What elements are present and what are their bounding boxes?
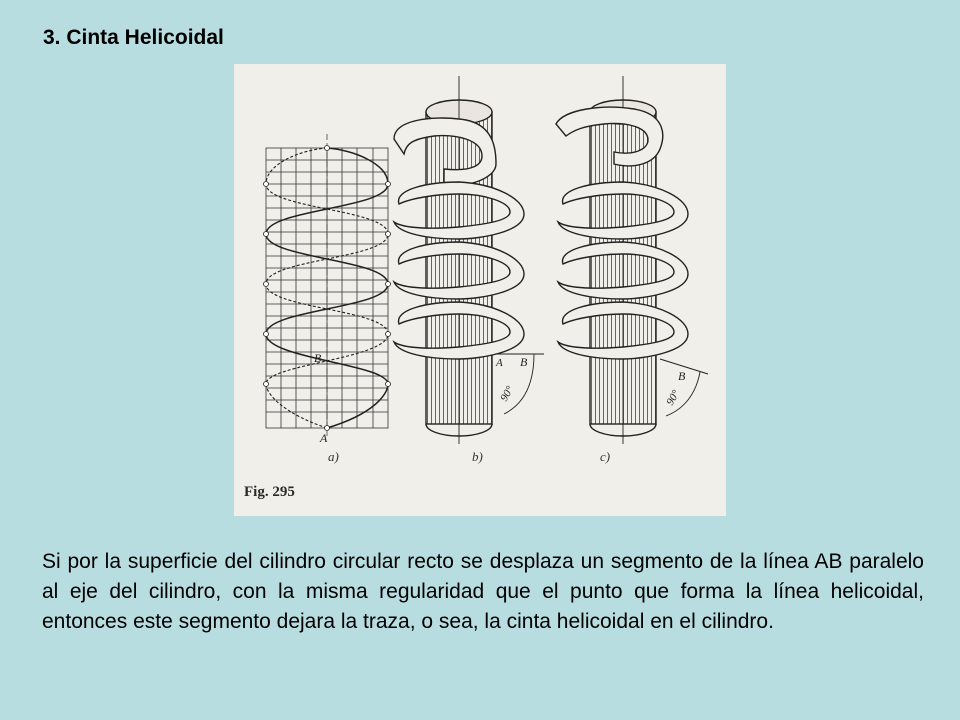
- helix-points: [263, 145, 391, 431]
- angle-label-c: 90°: [664, 388, 682, 408]
- helicoidal-figure: A B B A B 90° 90° a) b) c) Fig. 295: [234, 64, 726, 516]
- sublabel-b: b): [472, 449, 483, 464]
- figure-drawing: A B B A B 90° 90°: [263, 76, 709, 445]
- sublabel-c: c): [600, 449, 611, 464]
- sublabel-a: a): [328, 449, 339, 464]
- point-label-b-grid: B: [314, 351, 322, 365]
- angle-label-b: 90°: [498, 384, 516, 404]
- body-paragraph: Si por la superficie del cilindro circul…: [42, 550, 924, 633]
- point-label-a-cyl-b: A: [495, 357, 503, 369]
- slide-title: 3. Cinta Helicoidal: [43, 26, 224, 49]
- figure-caption: Fig. 295: [244, 484, 295, 500]
- point-label-b-cyl-b: B: [520, 355, 528, 369]
- development-grid: [265, 134, 389, 436]
- point-label-b-cyl-c: B: [678, 369, 686, 383]
- cylinder-c: [555, 76, 709, 444]
- point-label-a: A: [319, 431, 328, 445]
- cylinder-b: [392, 76, 544, 444]
